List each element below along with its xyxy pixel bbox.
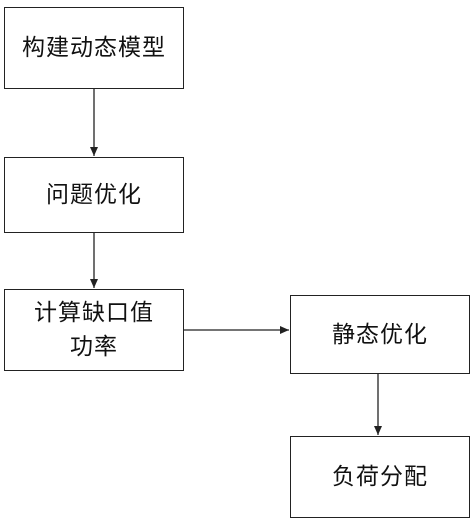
node-build-dynamic-model: 构建动态模型 [4,7,184,89]
node-load-distribution: 负荷分配 [290,436,470,518]
node-problem-optimization: 问题优化 [4,157,184,233]
node-label: 计算缺口值 功率 [34,300,154,360]
node-label: 负荷分配 [332,464,428,490]
node-label: 构建动态模型 [22,35,166,61]
node-label: 问题优化 [46,182,142,208]
node-static-optimization: 静态优化 [290,295,470,374]
node-label: 静态优化 [332,321,428,348]
node-compute-gap-power: 计算缺口值 功率 [4,289,184,371]
